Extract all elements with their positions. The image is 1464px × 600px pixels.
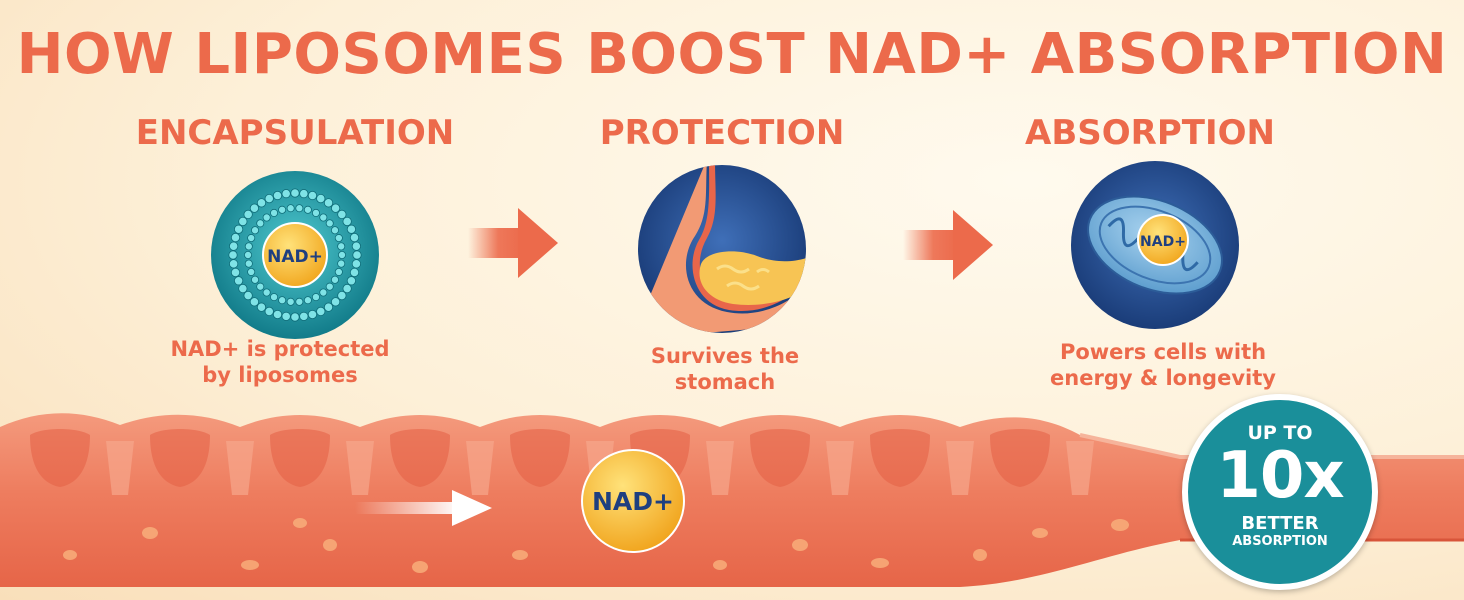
stomach-icon	[638, 165, 806, 333]
liposome-icon: NAD+	[211, 171, 379, 339]
arrow-right-icon	[903, 210, 993, 280]
step-label-protection: PROTECTION	[599, 113, 845, 153]
mitochondria-icon: NAD+	[1071, 161, 1239, 329]
absorption-badge: UP TO 10x BETTER ABSORPTION	[1182, 394, 1378, 590]
caption-line: NAD+ is protected	[170, 337, 390, 361]
lipid-bilayer-inner	[244, 204, 346, 306]
intestine-cells	[63, 518, 1129, 573]
caption-line: stomach	[674, 370, 776, 394]
badge-line-better: BETTER	[1241, 513, 1319, 534]
liposome-nad-label: NAD+	[267, 247, 323, 267]
step-label-absorption: ABSORPTION	[1025, 113, 1275, 153]
lipid-bilayer-outer	[228, 188, 362, 322]
caption-encapsulation: NAD+ is protected by liposomes	[110, 336, 450, 388]
caption-line: Powers cells with	[1059, 340, 1267, 364]
mitochondria-nad-label: NAD+	[1140, 234, 1186, 250]
caption-absorption: Powers cells with energy & longevity	[993, 339, 1333, 391]
caption-line: Survives the	[650, 344, 800, 368]
badge-line-multiplier: 10x	[1216, 439, 1344, 513]
caption-line: energy & longevity	[1050, 366, 1276, 390]
caption-protection: Survives the stomach	[555, 343, 895, 395]
badge-line-up-to: UP TO	[1247, 422, 1313, 444]
step-label-encapsulation: ENCAPSULATION	[135, 113, 455, 153]
nad-molecule-label: NAD+	[592, 487, 674, 516]
intestine-illustration	[0, 413, 1464, 587]
badge-line-absorption: ABSORPTION	[1232, 534, 1328, 549]
page-title: HOW LIPOSOMES BOOST NAD+ ABSORPTION	[16, 22, 1448, 87]
arrow-right-icon	[468, 208, 558, 278]
nad-molecule-icon: NAD+	[581, 449, 685, 553]
caption-line: by liposomes	[202, 363, 358, 387]
arrow-right-icon	[355, 490, 492, 526]
